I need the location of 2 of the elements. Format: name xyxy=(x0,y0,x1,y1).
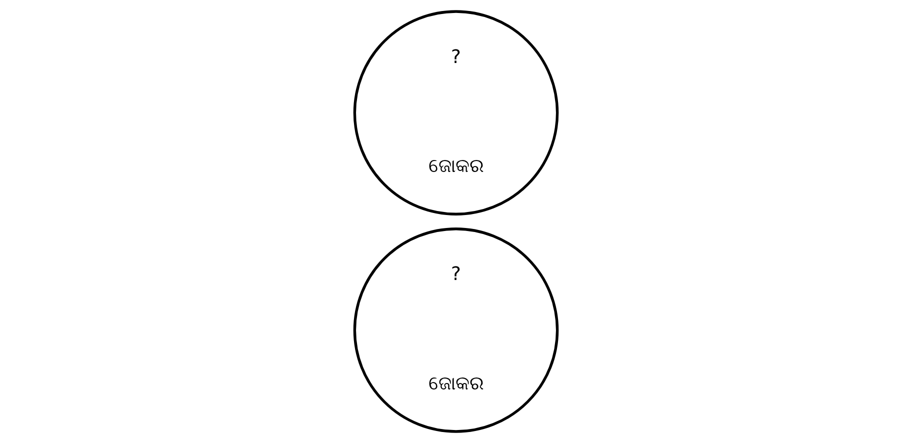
node-circle: ? ଜୋକର xyxy=(353,10,559,216)
node-circle: ? ଜୋକର xyxy=(353,228,559,433)
